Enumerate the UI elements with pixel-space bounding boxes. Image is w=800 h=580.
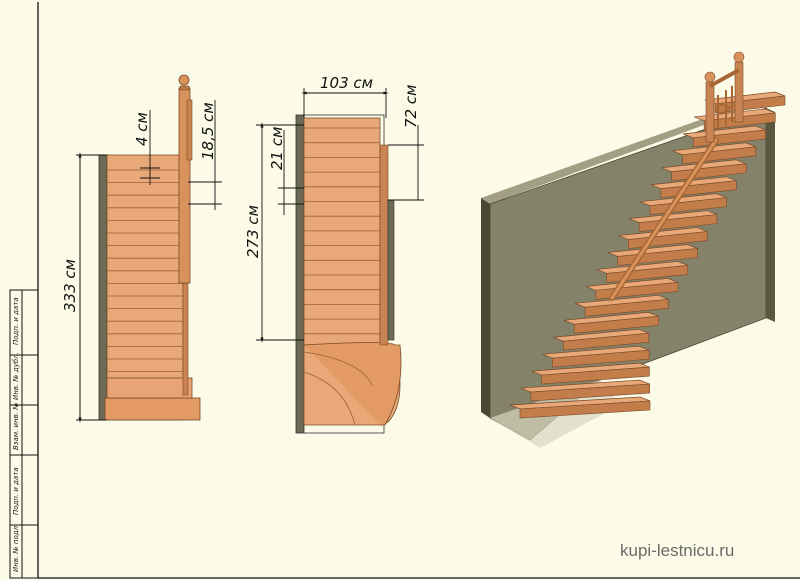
title-field-2: Инв. № дубл. xyxy=(12,352,20,400)
iso-riser xyxy=(519,400,651,419)
dim-width: 103 см xyxy=(320,74,373,92)
title-field-4: Подп. и дата xyxy=(12,467,20,515)
side-view-dimensions xyxy=(76,100,222,423)
title-field-3: Взам. инв. № xyxy=(12,402,20,450)
side-view xyxy=(98,74,201,421)
isometric-view xyxy=(481,51,786,448)
title-field-5: Инв. № подл. xyxy=(12,524,20,572)
dim-total-length: 333 см xyxy=(61,259,79,312)
dim-tread-depth: 21 см xyxy=(268,127,286,170)
dim-gap: 4 см xyxy=(133,112,151,146)
iso-riser xyxy=(552,349,650,368)
dim-riser-height: 18,5 см xyxy=(199,102,217,160)
plan-view xyxy=(295,114,402,434)
dim-handrail-height: 72 см xyxy=(402,85,420,128)
iso-riser xyxy=(573,315,659,334)
iso-riser xyxy=(584,299,669,317)
iso-riser xyxy=(541,366,650,385)
title-field-1: Подп. и дата xyxy=(12,297,20,345)
plan-view-dimensions xyxy=(256,88,424,343)
site-watermark: kupi-lestnicu.ru xyxy=(620,541,734,560)
dim-flight-length: 273 см xyxy=(244,205,262,258)
iso-riser xyxy=(530,383,651,402)
title-block: Подп. и дата Инв. № дубл. Взам. инв. № П… xyxy=(9,289,39,579)
iso-riser xyxy=(563,332,650,351)
